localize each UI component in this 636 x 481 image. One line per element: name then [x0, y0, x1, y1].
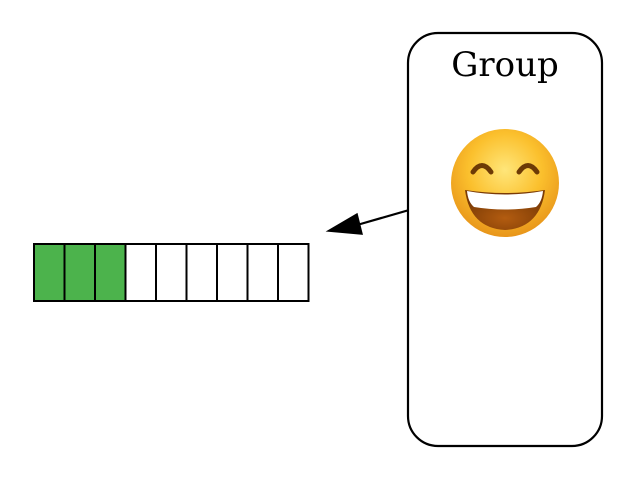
progress-cell-filled: [33, 243, 66, 302]
cluster-box: [406, 31, 604, 448]
cluster-label: Group: [451, 45, 559, 85]
progress-cell-empty: [185, 243, 218, 302]
progress-cell-filled: [94, 243, 127, 302]
progress-cell-empty: [216, 243, 249, 302]
progress-cell-empty: [155, 243, 188, 302]
progress-cell-empty: [246, 243, 279, 302]
progress-cell-empty: [124, 243, 157, 302]
cluster-group: Group: [406, 31, 604, 448]
progress-cell-empty: [277, 243, 310, 302]
arrowhead: [325, 212, 363, 235]
progress-bar: [33, 243, 310, 302]
progress-cell-filled: [63, 243, 96, 302]
grinning-face-icon: [451, 129, 559, 237]
